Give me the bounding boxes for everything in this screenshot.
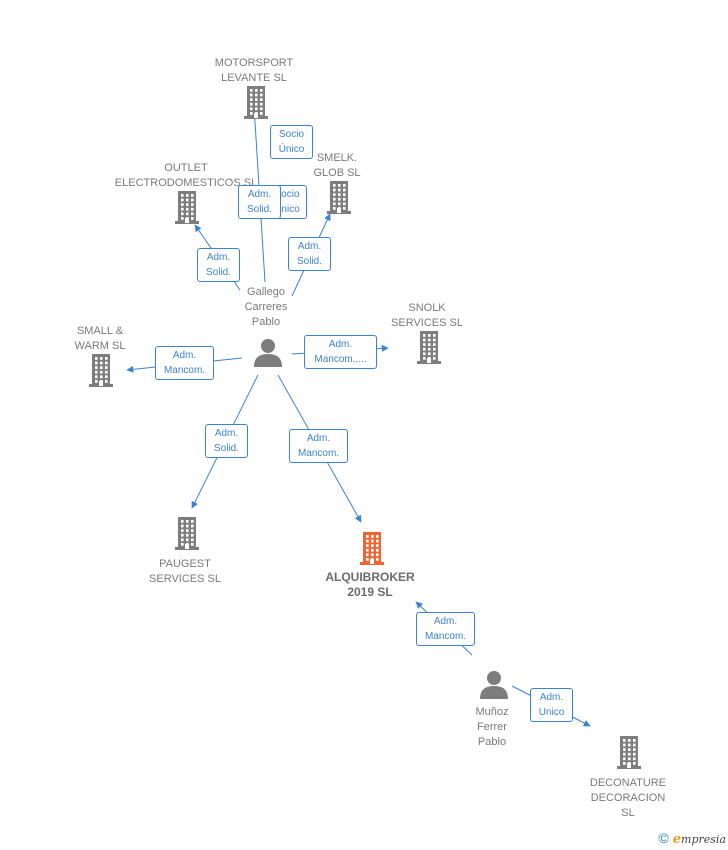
motorsport-label[interactable]: MOTORSPORT LEVANTE SL xyxy=(215,56,293,86)
copyright-symbol: © xyxy=(658,830,669,846)
motorsport-building-icon[interactable] xyxy=(241,84,271,125)
edge-badge-text: Adm. xyxy=(297,241,322,252)
edge-badge-adm-snolk[interactable]: Adm. Mancom.,... xyxy=(304,335,377,369)
munoz-label-line: Ferrer xyxy=(477,721,507,733)
smelk-label-line: SMELK. xyxy=(316,152,358,164)
edge-badge-text: Solid. xyxy=(296,256,322,267)
edge-badge-text: Solid. xyxy=(246,204,272,215)
brand-logo: empresia xyxy=(672,832,726,847)
gallego-label-line: Carreres xyxy=(244,301,288,313)
outlet-label-line: ELECTRODOMESTICOS SL xyxy=(114,177,258,189)
outlet-building-icon[interactable] xyxy=(172,189,202,230)
person-icon xyxy=(480,671,508,699)
building-icon xyxy=(244,86,268,119)
smelk-building-icon[interactable] xyxy=(324,179,354,220)
edge-badge-text: Mancom. xyxy=(424,631,467,642)
edge-badge-text: Adm. xyxy=(206,252,231,263)
outlet-label[interactable]: OUTLET ELECTRODOMESTICOS SL xyxy=(115,161,257,191)
snolk-building-icon[interactable] xyxy=(414,329,444,370)
gallego-label-line: Gallego xyxy=(247,286,285,298)
motorsport-label-line: MOTORSPORT xyxy=(214,57,294,69)
building-icon xyxy=(89,354,113,387)
outlet-label-line: OUTLET xyxy=(164,162,208,174)
brand-name: mpresia xyxy=(681,833,726,846)
snolk-label[interactable]: SNOLK SERVICES SL xyxy=(391,301,463,331)
edge-badge-adm-paugest[interactable]: Adm. Solid. xyxy=(205,424,248,458)
munoz-label-line: Muñoz xyxy=(475,706,509,718)
edge-badge-adm-alqui-m[interactable]: Adm. Mancom. xyxy=(416,612,475,646)
smelk-label-line: GLOB SL xyxy=(313,167,361,179)
alquibroker-label-line: ALQUIBROKER xyxy=(325,570,415,584)
smelk-label[interactable]: SMELK. GLOB SL xyxy=(313,151,360,181)
edge-badge-text: Adm. xyxy=(306,433,331,444)
edge-badge-adm-deco[interactable]: Adm. Unico xyxy=(530,688,573,722)
edge-badge-text: Mancom.,... xyxy=(314,354,367,365)
edge-badge-text: Solid. xyxy=(213,443,239,454)
munoz-label-line: Pablo xyxy=(477,736,507,748)
edge-badge-text: Mancom. xyxy=(297,448,340,459)
deconature-label-line: SL xyxy=(621,807,635,819)
edge-badge-text: Adm. xyxy=(214,428,239,439)
paugest-label[interactable]: PAUGEST SERVICES SL xyxy=(149,557,221,587)
edge-badge-text: Adm. xyxy=(539,692,564,703)
small-label[interactable]: SMALL & WARM SL xyxy=(75,324,126,354)
edge-badge-adm-smelk[interactable]: Adm. Solid. xyxy=(288,237,331,271)
small-label-line: SMALL & xyxy=(76,325,124,337)
edge-badge-text: Único xyxy=(274,204,300,215)
edge-badge-text: Socio xyxy=(278,129,304,140)
footer-brand[interactable]: ©empresia xyxy=(658,830,726,847)
edge-badge-text: Adm. xyxy=(433,616,458,627)
alquibroker-building-icon[interactable] xyxy=(357,530,387,571)
edge-badge-text: Adm. xyxy=(172,350,197,361)
deconature-label[interactable]: DECONATURE DECORACION SL xyxy=(590,776,666,821)
edge-badge-text: Adm. xyxy=(328,339,353,350)
edge-badge-text: Mancom. xyxy=(163,365,206,376)
person-icon xyxy=(254,339,282,367)
edge-badge-adm-outlet[interactable]: Adm. Solid. xyxy=(197,248,240,282)
building-icon xyxy=(417,331,441,364)
paugest-label-line: SERVICES SL xyxy=(149,573,221,585)
edge-badge-text: Adm. xyxy=(247,189,272,200)
motorsport-label-line: LEVANTE SL xyxy=(221,72,287,84)
deconature-label-line: DECORACION xyxy=(590,792,666,804)
paugest-label-line: PAUGEST xyxy=(159,558,211,570)
snolk-label-line: SERVICES SL xyxy=(391,317,463,329)
deconature-building-icon[interactable] xyxy=(614,734,644,775)
building-icon xyxy=(175,517,199,550)
edge-badge-text: Socio xyxy=(274,189,300,200)
alquibroker-label-line: 2019 SL xyxy=(347,585,393,599)
brand-initial: e xyxy=(672,832,682,847)
building-icon xyxy=(617,736,641,769)
edge-badge-adm-motorsport[interactable]: Adm. Solid. xyxy=(238,185,281,219)
edge-badge-text: Unico xyxy=(538,707,565,718)
small-building-icon[interactable] xyxy=(86,352,116,393)
munoz-person-icon[interactable] xyxy=(478,670,510,705)
edge-badge-adm-small[interactable]: Adm. Mancom. xyxy=(155,346,214,380)
edge-badge-text: Único xyxy=(278,144,305,155)
small-label-line: WARM SL xyxy=(74,340,126,352)
building-icon xyxy=(327,181,351,214)
gallego-label-line: Pablo xyxy=(251,316,281,328)
deconature-label-line: DECONATURE xyxy=(589,777,667,789)
building-icon xyxy=(360,532,384,565)
building-icon xyxy=(175,191,199,224)
edge-badge-adm-alqui-g[interactable]: Adm. Mancom. xyxy=(289,429,348,463)
edge-badge-text: Solid. xyxy=(205,267,231,278)
snolk-label-line: SNOLK xyxy=(408,302,446,314)
paugest-building-icon[interactable] xyxy=(172,515,202,556)
gallego-person-icon[interactable] xyxy=(252,338,284,373)
